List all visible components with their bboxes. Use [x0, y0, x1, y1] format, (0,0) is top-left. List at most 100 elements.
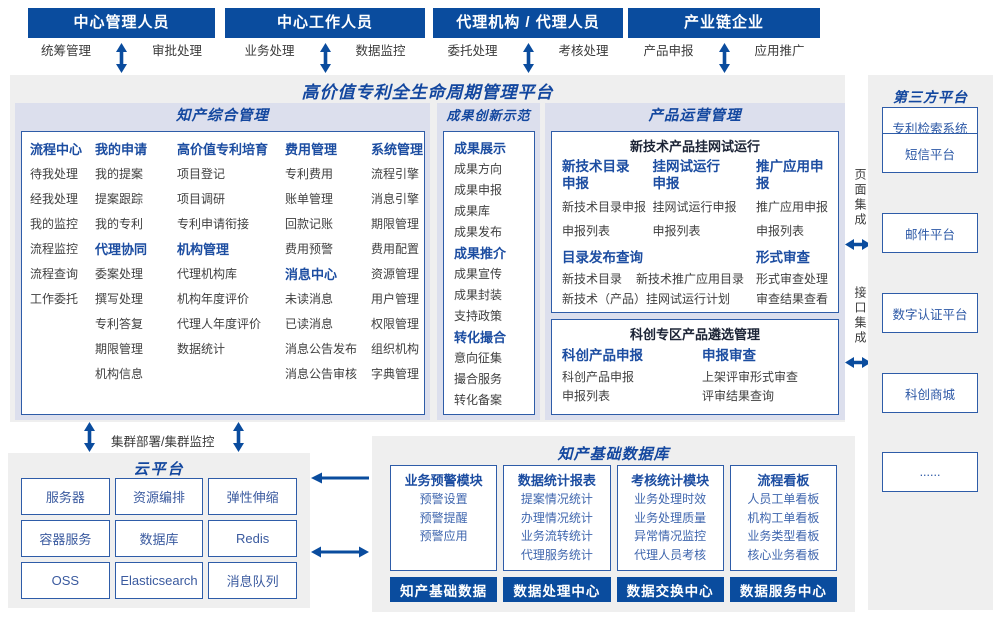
- double-arrow-horizontal-icon: [845, 357, 871, 368]
- data-center-box: 数据服务中心: [729, 577, 837, 602]
- platform-box: 科创商城: [882, 373, 978, 413]
- group-header: 代理协同: [95, 242, 148, 257]
- module-header: 推广应用申报: [755, 159, 824, 191]
- diagram-label: 业务处理质量: [634, 510, 707, 525]
- diagram-label: 委案处理: [95, 267, 144, 281]
- diagram-label: 我的监控: [30, 217, 79, 231]
- diagram-label: 成果发布: [454, 225, 503, 239]
- diagram-label: 消息引擎: [371, 192, 420, 206]
- cloud-service-box: 消息队列: [208, 562, 297, 599]
- double-arrow-vertical-icon: [319, 43, 331, 73]
- diagram-label: 提案跟踪: [95, 192, 144, 206]
- user-group-actions: 产品申报 应用推广: [628, 43, 820, 73]
- diagram-label: 申报列表: [562, 224, 611, 238]
- subsection-columns: 新技术目录 申报 新技术目录申报申报列表 挂网试运行 申报 挂网试运行申报申报列…: [562, 158, 828, 239]
- diagram-label: 回款记账: [285, 217, 334, 231]
- platform-box: 短信平台: [882, 133, 978, 173]
- module-items: 业务处理时效业务处理质量异常情况监控代理人员考核: [618, 490, 723, 564]
- module-column: 目录发布查询 新技术目录新技术推广应用目录新技术（产品）挂网试运行计划: [562, 249, 756, 307]
- module-header: 新技术目录 申报: [562, 159, 630, 191]
- module-header: 数据统计报表: [517, 473, 596, 488]
- module-header: 申报审查: [702, 348, 756, 363]
- section-product-operation: 产品运营管理 新技术产品挂网试运行 新技术目录 申报 新技术目录申报申报列表 挂…: [545, 103, 845, 420]
- module-header: 形式审查: [755, 250, 810, 265]
- diagram-label: 形式审查处理: [755, 272, 828, 286]
- diagram-label: 申报列表: [755, 224, 804, 238]
- diagram-label: 成果封装: [454, 288, 503, 302]
- diagram-label: 机构工单看板: [747, 510, 820, 525]
- menu-column: 我的申请我的提案提案跟踪我的专利代理协同委案处理撰写处理专利答复期限管理机构信息: [95, 142, 177, 414]
- role-action-label: 统筹管理: [40, 44, 91, 58]
- subsection-columns: 科创产品申报 科创产品申报申报列表 申报审查 上架评审形式审查评审结果查询: [562, 347, 828, 404]
- module-items: 新技术目录新技术推广应用目录新技术（产品）挂网试运行计划: [562, 272, 756, 307]
- diagram-label: 机构年度评价: [177, 292, 250, 306]
- third-party-panel: 第三方平台 专利检索系统短信平台邮件平台数字认证平台科创商城......: [868, 75, 993, 610]
- group-header: 机构管理: [177, 242, 230, 257]
- diagram-label: 撮合服务: [454, 372, 503, 386]
- diagram-label: 账单管理: [285, 192, 334, 206]
- diagram-label: 代理人员考核: [634, 547, 707, 562]
- cloud-service-box: 服务器: [21, 478, 110, 515]
- user-group-actions: 委托处理 考核处理: [433, 43, 623, 73]
- module-items: 人员工单看板机构工单看板业务类型看板核心业务看板: [731, 490, 836, 564]
- diagram-label: 支持政策: [454, 309, 503, 323]
- module-items: 挂网试运行申报申报列表: [653, 200, 756, 239]
- group-header: 成果展示: [454, 141, 507, 156]
- user-group-title: 产业链企业: [628, 8, 820, 38]
- diagram-label: 新技术目录: [562, 272, 623, 286]
- diagram-label: 成果库: [454, 204, 491, 218]
- diagram-label: 撰写处理: [95, 292, 144, 306]
- double-arrow-vertical-icon: [84, 422, 95, 452]
- cloud-service-box: 弹性伸缩: [208, 478, 297, 515]
- group-header: 消息中心: [285, 267, 338, 282]
- user-group-title: 代理机构 / 代理人员: [433, 8, 623, 38]
- platform-box: ......: [882, 452, 978, 492]
- user-group-title: 中心管理人员: [28, 8, 215, 38]
- diagram-label: 数据统计: [177, 342, 226, 356]
- menu-column: 系统管理流程引擎消息引擎期限管理费用配置资源管理用户管理权限管理组织机构字典管理: [371, 142, 427, 414]
- diagram-label: 代理服务统计: [520, 547, 593, 562]
- user-group-center-staff: 中心工作人员 业务处理 数据监控: [225, 8, 425, 74]
- diagram-label: 新技术推广应用目录: [636, 272, 745, 286]
- third-party-title: 第三方平台: [893, 89, 968, 105]
- subsection-title: 科创专区产品遴选管理: [629, 327, 760, 342]
- diagram-label: 业务处理时效: [634, 492, 707, 506]
- diagram-label: 核心业务看板: [747, 547, 820, 562]
- role-action-label: 审批处理: [152, 44, 203, 58]
- subsection-title: 新技术产品挂网试运行: [629, 139, 760, 154]
- diagram-label: 人员工单看板: [747, 492, 820, 506]
- cloud-service-box: OSS: [21, 562, 110, 599]
- cloud-platform-title: 云平台: [133, 461, 185, 478]
- diagram-label: 费用预警: [285, 242, 334, 256]
- section-title: 产品运营管理: [648, 108, 742, 124]
- platform-box: 邮件平台: [882, 213, 978, 253]
- module-header: 科创产品申报: [562, 348, 643, 363]
- diagram-label: 期限管理: [371, 217, 420, 231]
- group-header: 系统管理: [371, 142, 424, 157]
- diagram-label: 机构信息: [95, 367, 144, 381]
- diagram-label: 资源管理: [371, 267, 420, 281]
- diagram-label: 用户管理: [371, 292, 420, 306]
- module-column: 科创产品申报 科创产品申报申报列表: [562, 347, 702, 404]
- diagram-label: 意向征集: [454, 351, 503, 365]
- diagram-label: 流程监控: [30, 242, 79, 256]
- subsection-sci-innovation-selection: 科创专区产品遴选管理 科创产品申报 科创产品申报申报列表 申报审查 上架评审形式…: [551, 319, 839, 415]
- module-items: 科创产品申报申报列表: [562, 370, 702, 404]
- user-group-agents: 代理机构 / 代理人员 委托处理 考核处理: [433, 8, 623, 74]
- module-items: 推广应用申报申报列表: [756, 200, 828, 239]
- cloud-service-box: Redis: [208, 520, 297, 557]
- ip-database-panel: 知产基础数据库 业务预警模块 预警设置预警提醒预警应用 数据统计报表 提案情况统…: [372, 436, 855, 612]
- diagram-label: 工作委托: [30, 292, 79, 306]
- section-content: 流程中心待我处理经我处理我的监控流程监控流程查询工作委托 我的申请我的提案提案跟…: [21, 131, 425, 415]
- user-group-center-managers: 中心管理人员 统筹管理 审批处理: [28, 8, 215, 74]
- diagram-label: 异常情况监控: [634, 529, 707, 543]
- database-module: 考核统计模块 业务处理时效业务处理质量异常情况监控代理人员考核: [616, 465, 724, 571]
- module-header: 目录发布查询: [562, 250, 643, 265]
- module-items: 形式审查处理审查结果查看: [756, 272, 828, 307]
- diagram-label: 代理人年度评价: [177, 317, 262, 331]
- diagram-label: 消息公告发布: [285, 342, 358, 356]
- group-header: 费用管理: [285, 142, 338, 157]
- role-action-label: 应用推广: [754, 44, 805, 58]
- menu-column: 流程中心待我处理经我处理我的监控流程监控流程查询工作委托: [30, 142, 95, 414]
